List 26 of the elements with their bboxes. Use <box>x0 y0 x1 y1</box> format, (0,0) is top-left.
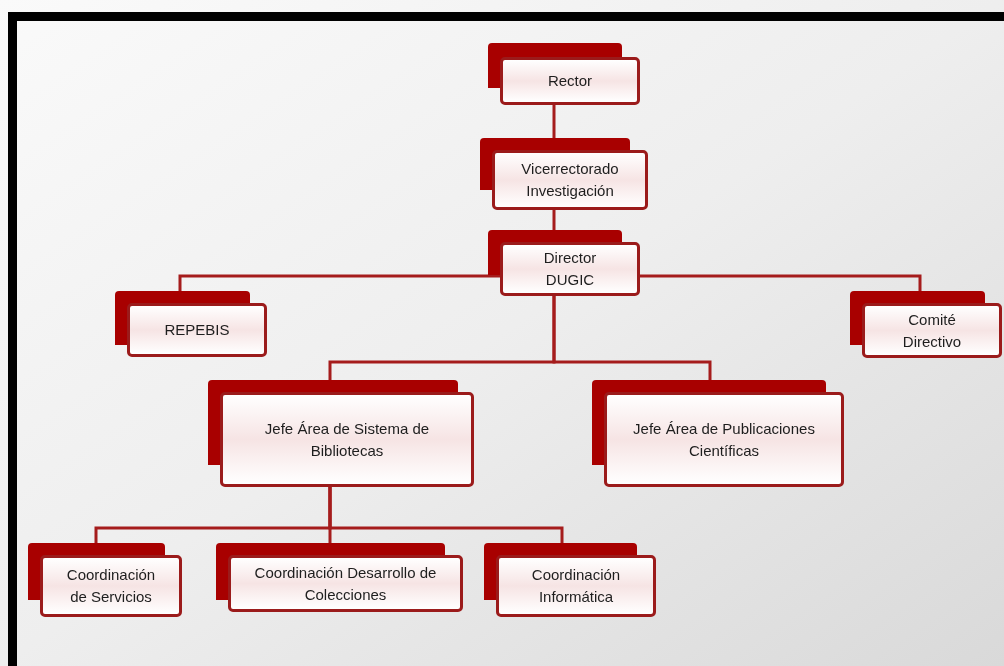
box-label: Coordinación de Servicios <box>65 565 157 607</box>
box-label: Coordinación Desarrollo de Colecciones <box>253 562 438 605</box>
org-box <box>488 230 640 296</box>
org-box <box>488 43 640 105</box>
connector-line <box>552 210 556 230</box>
org-box <box>850 291 1002 358</box>
connector-line <box>640 274 922 291</box>
box-label: Jefe Área de Publicaciones Científicas <box>632 418 816 461</box>
org-box <box>484 543 656 617</box>
org-box <box>480 138 648 210</box>
box-label: Vicerrectorado Investigación <box>520 159 620 201</box>
org-box <box>115 291 267 357</box>
connector-line <box>552 296 712 380</box>
box-label: Coordinación Informática <box>530 565 622 607</box>
box-label: Comité Directivo <box>901 309 963 352</box>
box-label: Rector <box>547 71 593 91</box>
box-label: Director DUGIC <box>542 248 598 290</box>
connector-line <box>552 105 556 138</box>
box-label: Jefe Área de Sistema de Bibliotecas <box>264 418 430 461</box>
org-box <box>216 543 463 612</box>
connector-line <box>328 487 564 543</box>
connector-line <box>178 274 500 291</box>
org-box <box>208 380 474 487</box>
box-label: REPEBIS <box>164 320 230 340</box>
org-box <box>592 380 844 487</box>
org-box <box>28 543 182 617</box>
